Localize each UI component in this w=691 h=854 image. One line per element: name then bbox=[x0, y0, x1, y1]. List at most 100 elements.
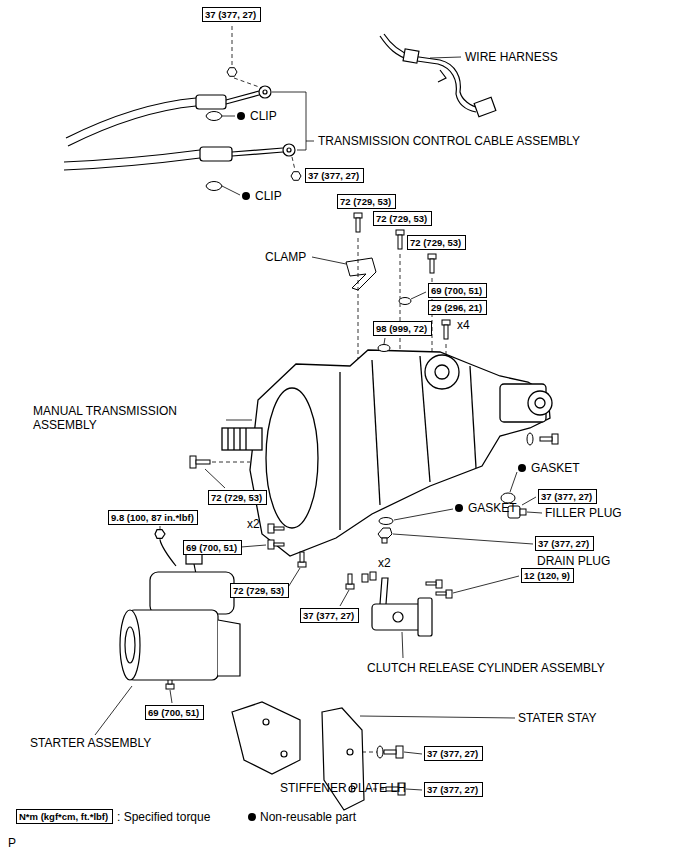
torque-value: 37 (377, 27) bbox=[308, 170, 359, 181]
leader-line bbox=[272, 92, 306, 150]
leader-line bbox=[430, 57, 461, 58]
dashed-leader bbox=[232, 26, 233, 66]
stiffener-plate bbox=[281, 751, 287, 757]
leader-line bbox=[226, 420, 252, 421]
control-cable bbox=[64, 158, 200, 170]
stiffener-plate bbox=[232, 702, 300, 774]
torque-spec-box: 72 (729, 53) bbox=[373, 211, 432, 226]
manual-transmission bbox=[535, 398, 545, 408]
torque-value: N*m (kgf*cm, ft.*lbf) bbox=[19, 811, 108, 822]
legend-text: Non-reusable part bbox=[260, 810, 356, 824]
legend-text: : Specified torque bbox=[117, 810, 210, 824]
leader-line bbox=[222, 116, 235, 117]
control-cable bbox=[283, 144, 295, 156]
torque-spec-box: 37 (377, 27) bbox=[538, 489, 597, 504]
leader-line bbox=[205, 469, 225, 488]
leader-line bbox=[411, 292, 426, 299]
bolt bbox=[268, 540, 274, 549]
clutch-release-cylinder bbox=[393, 612, 403, 622]
torque-value: 72 (729, 53) bbox=[211, 492, 262, 503]
bolt bbox=[398, 235, 402, 249]
manual-transmission bbox=[222, 350, 552, 556]
torque-spec-box: 72 (729, 53) bbox=[407, 235, 466, 250]
clutch-release-cylinder bbox=[380, 578, 388, 604]
non-reusable-dot bbox=[455, 504, 463, 512]
quantity-mark: x2 bbox=[378, 556, 391, 570]
wire-harness bbox=[384, 34, 480, 108]
leader-line bbox=[170, 690, 172, 703]
quantity-mark: x4 bbox=[457, 318, 470, 332]
stiffener-plate bbox=[263, 719, 269, 725]
part-name: P bbox=[8, 836, 16, 850]
torque-spec-box: 37 (377, 27) bbox=[535, 536, 594, 551]
torque-spec-box: 72 (729, 53) bbox=[230, 583, 289, 598]
torque-spec-box: 12 (120, 9) bbox=[521, 568, 574, 583]
non-reusable-dot bbox=[237, 112, 245, 120]
bolt bbox=[396, 746, 403, 758]
clamp bbox=[346, 258, 376, 290]
torque-spec-box: 37 (377, 27) bbox=[424, 782, 483, 797]
clutch-release-cylinder bbox=[372, 578, 432, 636]
manual-transmission bbox=[425, 355, 459, 389]
leader-line bbox=[394, 509, 453, 520]
torque-value: 72 (729, 53) bbox=[376, 213, 427, 224]
non-reusable-dot bbox=[518, 464, 526, 472]
control-cable bbox=[226, 95, 259, 104]
bolt bbox=[540, 437, 552, 441]
starter-assembly bbox=[155, 530, 165, 539]
manual-transmission bbox=[250, 350, 550, 556]
torque-spec-box: 69 (700, 51) bbox=[183, 540, 242, 555]
leader-line bbox=[306, 141, 314, 142]
torque-value: 37 (377, 27) bbox=[427, 748, 478, 759]
control-cable bbox=[200, 147, 232, 161]
part-name: GASKET bbox=[531, 461, 580, 475]
bolt bbox=[426, 582, 436, 585]
bolt bbox=[356, 218, 360, 232]
leader-line bbox=[312, 257, 346, 264]
torque-value: 72 (729, 53) bbox=[233, 585, 284, 596]
bolt bbox=[166, 213, 558, 795]
torque-spec-box: 37 (377, 27) bbox=[202, 7, 261, 22]
drain-plug bbox=[378, 528, 392, 538]
torque-value: 37 (377, 27) bbox=[538, 538, 589, 549]
torque-value: 37 (377, 27) bbox=[541, 491, 592, 502]
nut bbox=[291, 172, 301, 181]
bolt bbox=[436, 592, 446, 595]
leader-line bbox=[527, 512, 542, 513]
torque-spec-box: 37 (377, 27) bbox=[305, 168, 364, 183]
leader-line bbox=[406, 789, 422, 790]
torque-value: 12 (120, 9) bbox=[524, 570, 570, 581]
bolt bbox=[268, 524, 274, 533]
torque-spec-box: 37 (377, 27) bbox=[424, 746, 483, 761]
torque-spec-box: 72 (729, 53) bbox=[208, 490, 267, 505]
torque-value: 37 (377, 27) bbox=[205, 9, 256, 20]
dashed-leader bbox=[358, 238, 359, 366]
bolt bbox=[298, 562, 306, 567]
torque-value: 72 (729, 53) bbox=[410, 237, 461, 248]
manual-transmission bbox=[470, 366, 476, 468]
part-name: MANUAL TRANSMISSION ASSEMBLY bbox=[33, 404, 233, 432]
clip bbox=[206, 112, 222, 191]
torque-value: 37 (377, 27) bbox=[427, 784, 478, 795]
torque-spec-box: 69 (700, 51) bbox=[145, 705, 204, 720]
torque-spec-box: 29 (296, 21) bbox=[428, 300, 487, 315]
part-name: GASKET bbox=[468, 501, 517, 515]
dashed-leader bbox=[292, 157, 295, 170]
stater-stay bbox=[347, 749, 353, 755]
torque-value: 69 (700, 51) bbox=[186, 542, 237, 553]
leader-line bbox=[404, 752, 422, 754]
leader-line bbox=[95, 686, 132, 735]
wire-harness bbox=[474, 97, 496, 116]
bolt bbox=[446, 590, 452, 598]
bolt bbox=[384, 750, 396, 754]
bolt bbox=[166, 684, 174, 689]
clip bbox=[206, 182, 222, 191]
wire-harness bbox=[380, 34, 496, 117]
manual-transmission bbox=[372, 360, 380, 505]
leader-line bbox=[430, 57, 461, 58]
torque-value: 69 (700, 51) bbox=[148, 707, 199, 718]
part-name: FILLER PLUG bbox=[545, 506, 622, 520]
part-name: WIRE HARNESS bbox=[465, 50, 558, 64]
control-cable bbox=[232, 148, 283, 152]
